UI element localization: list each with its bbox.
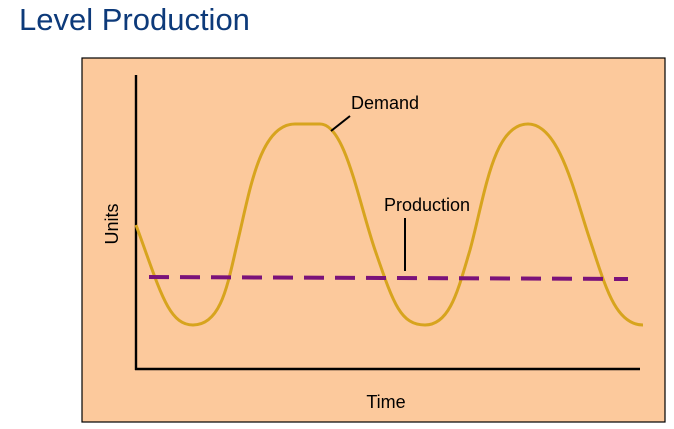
production-label: Production	[384, 195, 470, 215]
diagram-panel	[81, 57, 666, 423]
x-axis-label: Time	[366, 392, 405, 412]
page-title: Level Production	[19, 2, 250, 37]
demand-curve	[134, 122, 644, 327]
demand-callout-line	[330, 115, 351, 132]
production-line	[148, 275, 629, 281]
demand-label: Demand	[351, 93, 419, 113]
y-axis-label: Units	[102, 203, 122, 244]
